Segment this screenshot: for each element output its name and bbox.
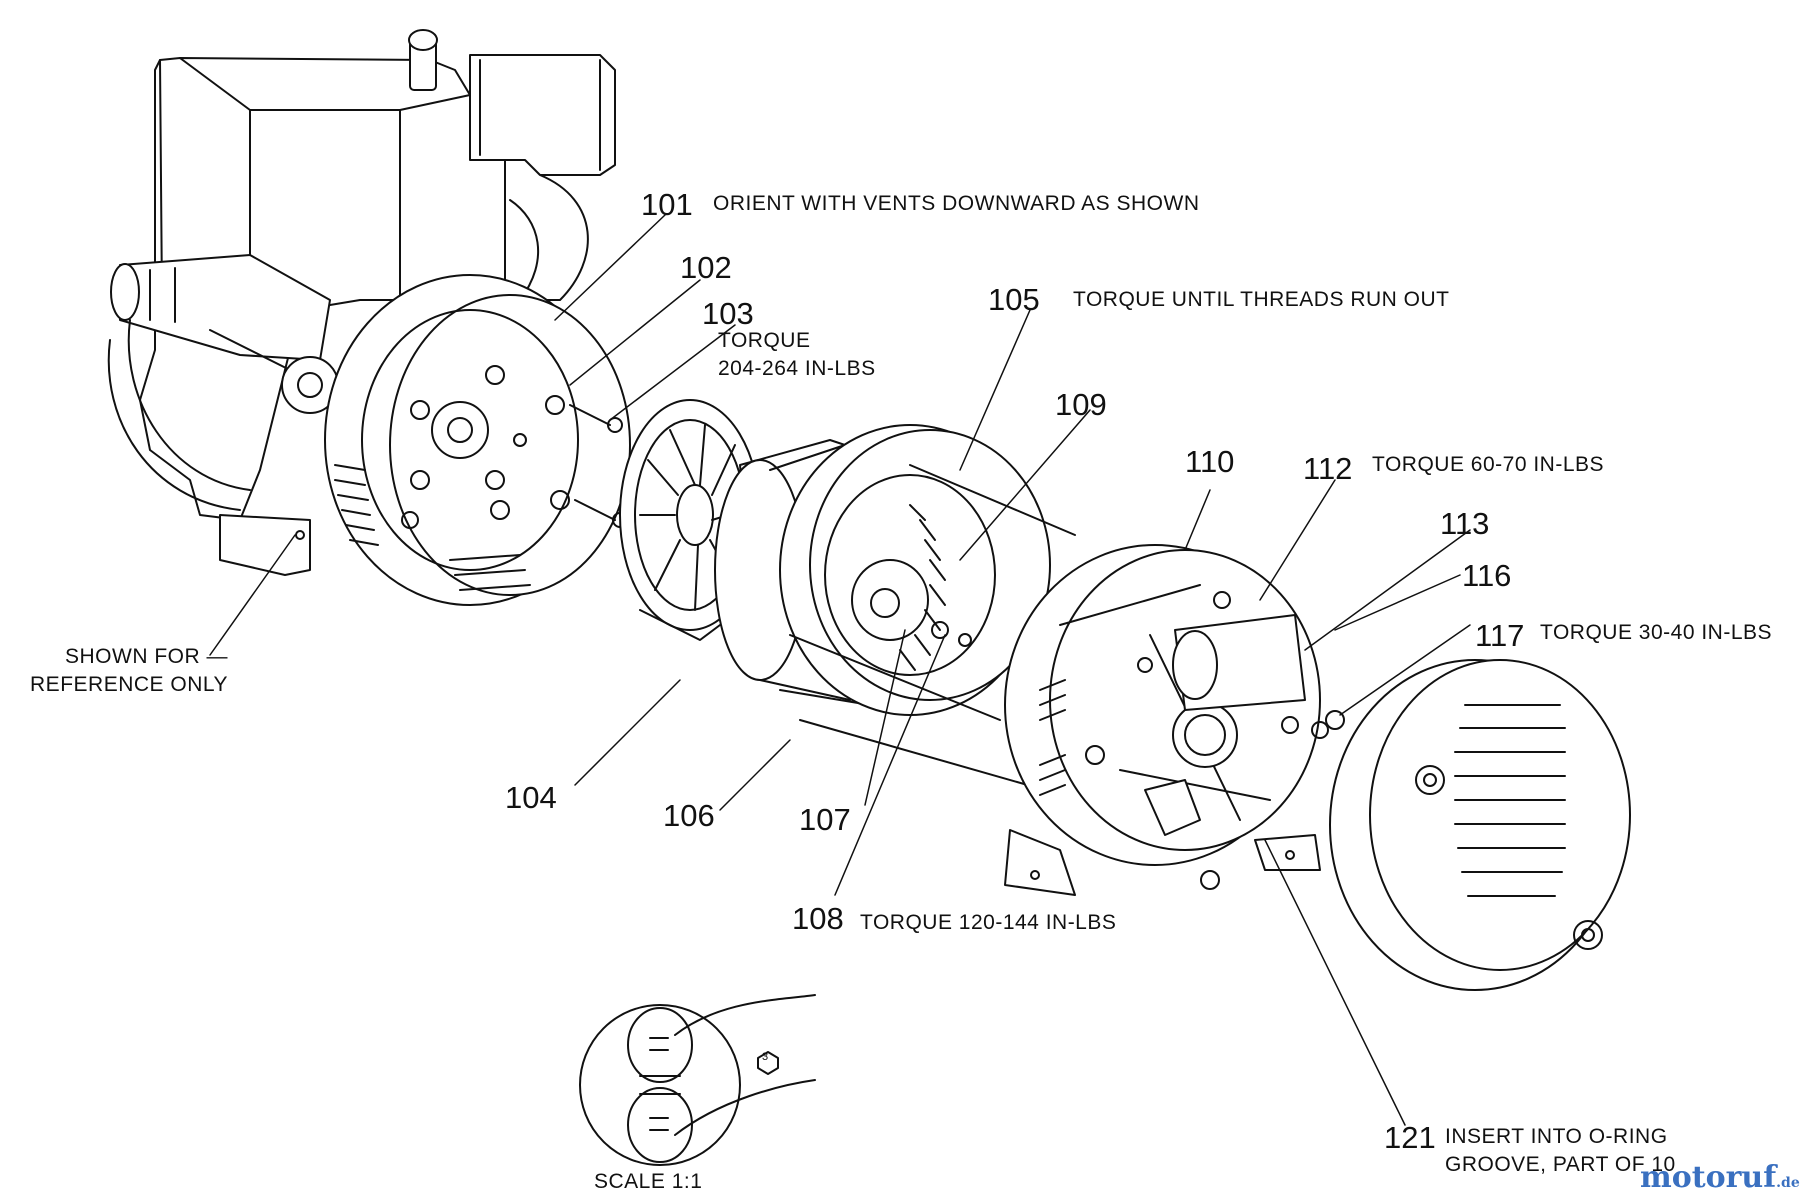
callout-103: 103 — [702, 296, 754, 331]
inset-marker: 3 — [762, 1051, 769, 1063]
callout-108: 108 — [792, 901, 844, 936]
callout-105-note: TORQUE UNTIL THREADS RUN OUT — [1073, 288, 1450, 311]
callout-108-note: TORQUE 120-144 IN-LBS — [860, 911, 1117, 934]
scale-label: SCALE 1:1 — [594, 1170, 703, 1193]
end-cover — [1330, 660, 1630, 990]
engine-body — [109, 30, 615, 575]
callout-101-note: ORIENT WITH VENTS DOWNWARD AS SHOWN — [713, 192, 1200, 215]
callout-116: 116 — [1462, 558, 1512, 593]
callout-106: 106 — [663, 798, 715, 833]
inset-detail — [580, 995, 815, 1165]
leader-lines — [210, 215, 1470, 1125]
callout-121-note: INSERT INTO O-RING GROOVE, PART OF 10 — [1445, 1125, 1676, 1176]
callout-101: 101 — [641, 187, 693, 222]
callout-104: 104 — [505, 780, 557, 815]
adapter-housing — [325, 275, 630, 605]
callout-110: 110 — [1185, 444, 1235, 479]
stator — [780, 425, 1080, 800]
callout-121: 121 — [1384, 1120, 1436, 1155]
callout-117: 117 — [1475, 618, 1525, 653]
callout-102: 102 — [680, 250, 732, 285]
callout-103-note: TORQUE 204-264 IN-LBS — [718, 329, 876, 380]
callout-113: 113 — [1440, 506, 1490, 541]
callout-107: 107 — [799, 802, 851, 837]
rear-bearing-carrier — [1005, 545, 1344, 895]
reference-label: SHOWN FOR — REFERENCE ONLY — [30, 645, 228, 696]
watermark: motoruf.de — [1640, 1160, 1800, 1195]
callout-112-note: TORQUE 60-70 IN-LBS — [1372, 453, 1605, 476]
callout-105: 105 — [988, 282, 1040, 317]
watermark-brand: motoruf — [1640, 1160, 1777, 1195]
watermark-suffix: .de — [1776, 1175, 1800, 1191]
callout-117-note: TORQUE 30-40 IN-LBS — [1540, 621, 1773, 644]
callout-109: 109 — [1055, 387, 1107, 422]
callout-112: 112 — [1303, 451, 1353, 486]
